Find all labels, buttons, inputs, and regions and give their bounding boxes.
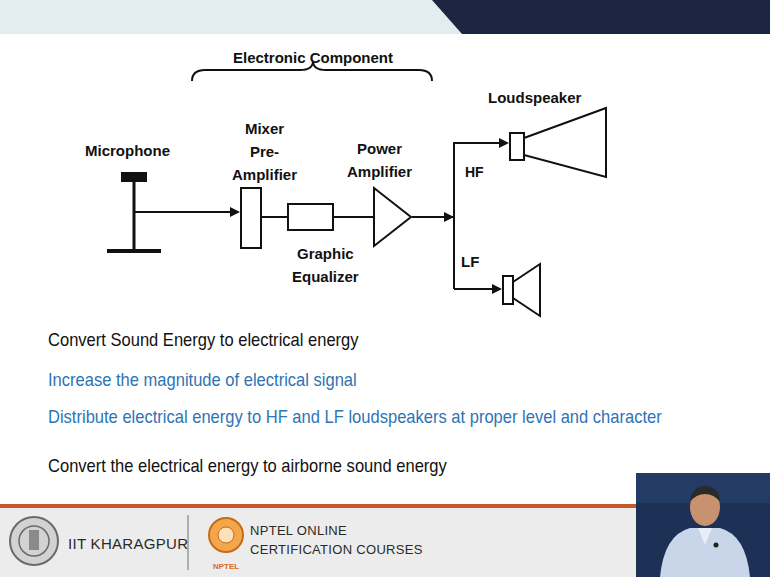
mic-head xyxy=(121,172,147,182)
signal-connector xyxy=(262,217,287,218)
connector-line xyxy=(262,216,287,218)
node-heading: Graphic Equalizer xyxy=(292,242,359,288)
signal-connector xyxy=(161,207,240,217)
top-band-dark xyxy=(432,0,770,34)
edge-label: HF xyxy=(463,164,486,180)
footer-text: IIT KHARAGPUR xyxy=(68,535,188,552)
loudspeaker: Loudspeaker xyxy=(509,107,607,178)
node-heading: Loudspeaker xyxy=(488,86,581,109)
description-line: Increase the magnitude of electrical sig… xyxy=(48,369,357,391)
signal-connector xyxy=(412,138,509,217)
presenter-collar xyxy=(698,528,712,545)
lf-speaker-cone xyxy=(513,264,540,316)
presenter-video xyxy=(636,473,770,577)
mixer-box: Mixer Pre-Amplifier xyxy=(240,187,262,249)
mic-base xyxy=(107,249,161,253)
description-line: Convert the electrical energy to airborn… xyxy=(48,455,447,477)
description-line: Convert Sound Energy to electrical energ… xyxy=(48,329,359,351)
speaker-magnet xyxy=(510,133,524,160)
signal-label: LF xyxy=(461,253,479,270)
arrow-head xyxy=(492,284,502,294)
nptel-logo xyxy=(209,518,243,552)
lf-wire xyxy=(454,288,493,290)
footer-text: CERTIFICATION COURSES xyxy=(250,542,423,557)
iit-logo-ring xyxy=(19,526,49,556)
connector-line xyxy=(161,211,231,213)
mic-symbol xyxy=(107,172,161,254)
footer-text: NPTEL ONLINE xyxy=(250,523,347,538)
node-heading: Microphone xyxy=(85,139,170,162)
description-line: Distribute electrical energy to HF and L… xyxy=(48,406,662,428)
microphone: Microphone xyxy=(107,172,161,254)
nptel-logo-center xyxy=(218,527,234,543)
signal-connector xyxy=(334,217,373,218)
mic-cable xyxy=(134,211,161,213)
presenter-shirt xyxy=(660,528,750,577)
equalizer-box: Graphic Equalizer xyxy=(287,203,334,231)
node-heading: Power Amplifier xyxy=(347,137,412,183)
amp-symbol xyxy=(373,187,412,247)
iit-logo xyxy=(10,517,58,565)
connector-line xyxy=(412,143,500,217)
speaker-symbol xyxy=(509,107,607,178)
amplifier-triangle: Power Amplifier xyxy=(373,187,412,247)
logo-text: NPTEL xyxy=(213,562,239,571)
lf-speaker-magnet xyxy=(503,276,513,304)
group-label: Electronic Component xyxy=(233,49,393,66)
connector-line xyxy=(334,216,373,218)
amp-outline xyxy=(374,188,411,246)
iit-logo-mark xyxy=(29,530,39,550)
mic-stand xyxy=(133,182,136,251)
arrow-head xyxy=(499,138,509,148)
presenter-hair xyxy=(690,486,720,502)
speaker-cone xyxy=(524,108,606,177)
split-wire xyxy=(453,217,455,289)
lapel-mic xyxy=(714,543,719,548)
arrow-head xyxy=(230,207,240,217)
node-heading: Mixer Pre-Amplifier xyxy=(232,117,297,186)
top-band xyxy=(0,0,770,34)
